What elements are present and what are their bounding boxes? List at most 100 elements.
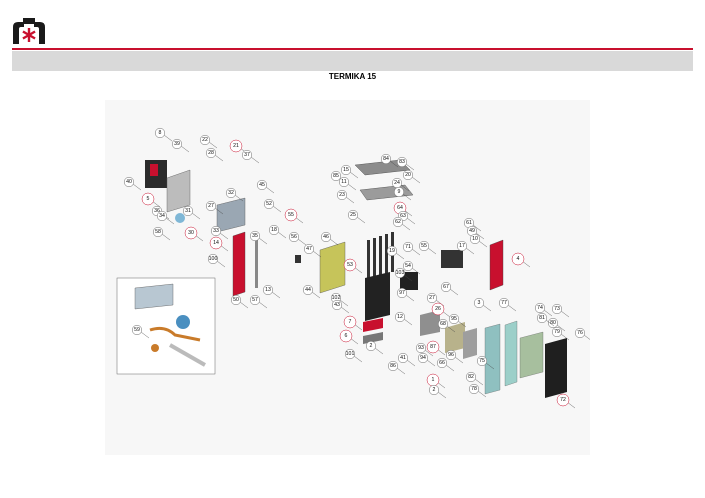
part-callout: 34	[156, 210, 175, 225]
callout-circle	[402, 260, 414, 272]
callout-leader-line	[411, 248, 421, 256]
callout-circle	[268, 224, 280, 236]
callout-number: 78	[471, 386, 477, 392]
callout-number: 64	[397, 205, 403, 211]
callout-number: 31	[185, 208, 191, 214]
callout-leader-line	[132, 183, 142, 191]
part-callout: 58	[152, 226, 171, 241]
callout-circle	[284, 208, 298, 222]
callout-number: 80	[550, 320, 556, 326]
callout-number: 81	[539, 315, 545, 321]
callout-number: 10	[472, 236, 478, 242]
callout-leader-line	[478, 240, 488, 248]
callout-leader-line	[405, 294, 415, 302]
callout-number: 66	[439, 360, 445, 366]
callout-number: 15	[343, 167, 349, 173]
callout-number: 71	[405, 244, 411, 250]
part-callout: 33	[210, 225, 229, 240]
callout-leader-line	[454, 356, 464, 364]
callout-leader-line	[356, 216, 366, 224]
part-callout: 17	[456, 240, 475, 255]
part-callout: 6	[339, 329, 359, 345]
callout-number: 17	[459, 243, 465, 249]
callout-circle	[536, 312, 548, 324]
callout-number: 5	[147, 196, 150, 202]
callout-number: 19	[389, 248, 395, 254]
callout-leader-line	[405, 163, 415, 171]
part-callout: 26	[431, 302, 451, 318]
callout-leader-line	[250, 156, 260, 164]
callout-leader-line	[161, 233, 171, 241]
callout-leader-line	[374, 347, 384, 355]
callout-leader-line	[403, 318, 413, 326]
callout-number: 57	[252, 297, 258, 303]
part-callout: 76	[574, 327, 590, 340]
callout-leader-line	[191, 212, 201, 220]
callout-circle	[347, 209, 359, 221]
boiler-body-assembly	[319, 159, 567, 398]
callout-leader-line	[475, 232, 485, 240]
part-callout: 56	[288, 231, 307, 246]
callout-leader-line	[472, 224, 482, 232]
callout-number: 52	[266, 201, 272, 207]
callout-number: 4	[517, 256, 520, 262]
callout-circle	[210, 225, 222, 237]
callout-leader-line	[543, 309, 553, 317]
part-callout: 75	[476, 355, 495, 370]
part-callout: 94	[417, 352, 436, 367]
callout-number: 87	[430, 344, 436, 350]
callout-number: 21	[233, 143, 239, 149]
callout-leader-line	[271, 291, 281, 299]
callout-number: 12	[397, 314, 403, 320]
callout-number: 63	[400, 213, 406, 219]
part-callout: 23	[336, 189, 355, 204]
part-callout: 20	[402, 169, 421, 184]
callout-circle	[330, 170, 342, 182]
callout-circle	[156, 210, 168, 222]
callout-number: 45	[259, 182, 265, 188]
callout-leader-line	[401, 223, 411, 231]
callout-number: 9	[398, 189, 401, 195]
callout-number: 82	[468, 374, 474, 380]
callout-number: 62	[395, 219, 401, 225]
callout-circle	[498, 297, 510, 309]
callout-circle	[468, 383, 480, 395]
callout-number: 79	[554, 329, 560, 335]
callout-number: 100	[209, 256, 218, 262]
callout-circle	[152, 226, 164, 238]
callout-leader-line	[403, 274, 413, 282]
callout-circle	[431, 302, 445, 316]
callout-number: 27	[429, 295, 435, 301]
part-callout: 80	[547, 317, 566, 332]
part-callout: 28	[205, 147, 224, 162]
part-callout: 14	[209, 236, 229, 252]
callout-leader-line	[180, 145, 190, 153]
callout-number: 2	[433, 387, 436, 393]
callout-circle	[386, 245, 398, 257]
callout-circle	[141, 192, 155, 206]
callout-circle	[249, 230, 261, 242]
callout-number: 103	[396, 270, 405, 276]
callout-number: 97	[399, 290, 405, 296]
part-callout: 10	[469, 233, 488, 248]
callout-leader-line	[216, 260, 226, 268]
part-callout: 43	[331, 299, 350, 314]
part-callout: 67	[440, 281, 459, 296]
callout-circle	[343, 315, 357, 329]
callout-circle	[338, 176, 350, 188]
callout-number: 30	[188, 230, 194, 236]
part-callout: 93	[415, 342, 434, 357]
part-callout: 96	[445, 349, 464, 364]
callout-leader-line	[396, 367, 406, 375]
callout-number: 56	[291, 234, 297, 240]
callout-circle	[229, 139, 243, 153]
part-callout: 82	[465, 371, 484, 386]
callout-number: 67	[443, 284, 449, 290]
callout-circle	[392, 216, 404, 228]
part-callout: 84	[380, 153, 399, 168]
callout-circle	[302, 284, 314, 296]
callout-number: 83	[399, 159, 405, 165]
callout-number: 35	[252, 233, 258, 239]
part-callout: 61	[463, 217, 482, 232]
callout-circle	[534, 302, 546, 314]
